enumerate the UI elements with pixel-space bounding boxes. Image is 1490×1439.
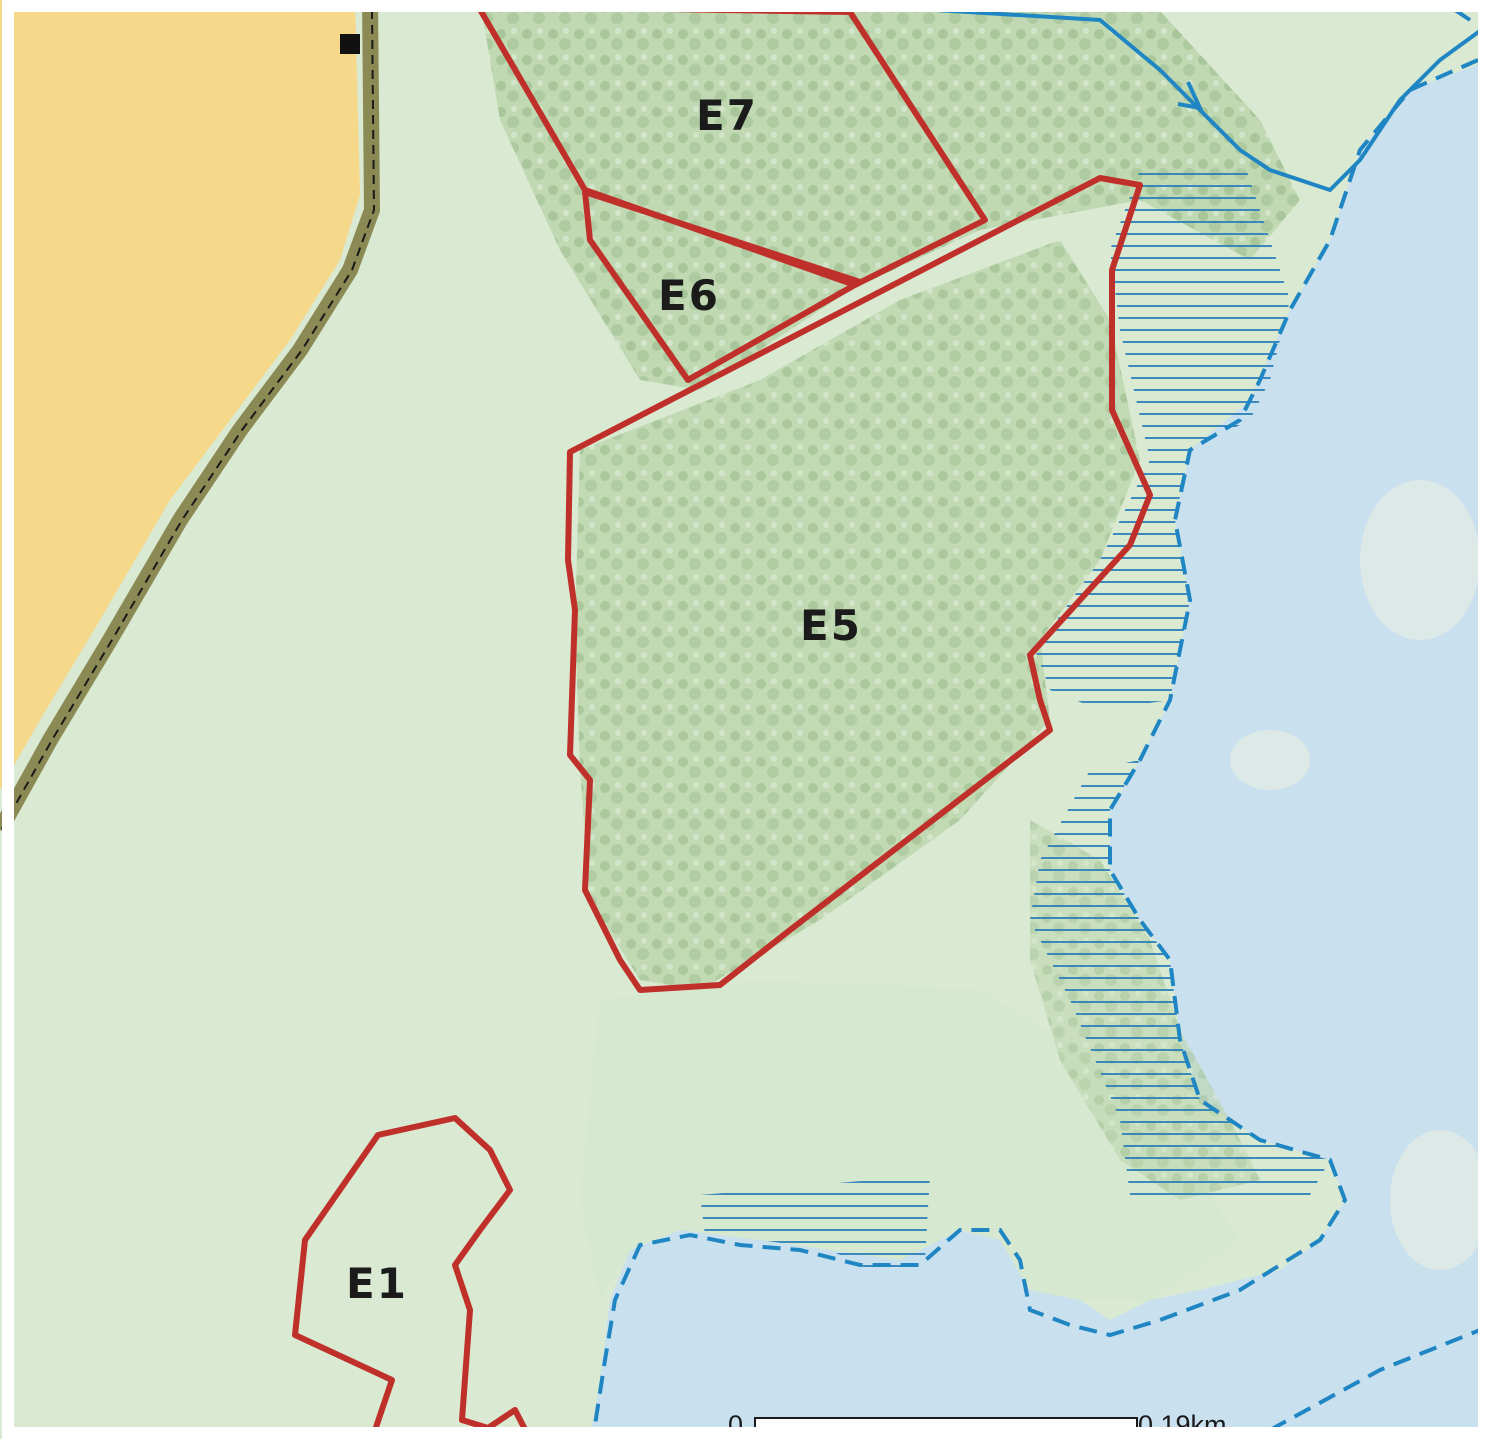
zone-label-e5: E5 [800, 601, 862, 650]
forest-central [575, 240, 1140, 990]
zone-boundary-e1[interactable] [292, 1115, 533, 1439]
zone-boundary-e6[interactable] [582, 189, 863, 383]
island [1360, 480, 1480, 640]
farm-field [0, 0, 360, 790]
wetland-hatch [1035, 165, 1290, 710]
shoreline [593, 58, 1479, 1426]
zone-label-e6: E6 [658, 271, 720, 320]
shoreline [1269, 1328, 1481, 1432]
wetland-hatch [1030, 760, 1330, 1195]
lake-east [590, 60, 1490, 1439]
island [1390, 1130, 1490, 1270]
building-marker [340, 34, 360, 54]
wetland-hatch [700, 1175, 930, 1275]
zone-boundary-e5[interactable] [565, 175, 1153, 993]
stream [934, 8, 1490, 193]
road-centerline [0, 9, 376, 833]
zone-label-e7: E7 [696, 91, 758, 140]
forest-north [480, 0, 1300, 390]
road [0, 0, 381, 834]
stream-arrow-icon [1177, 81, 1204, 111]
zone-label-e1: E1 [346, 1259, 408, 1308]
island [1230, 730, 1310, 790]
